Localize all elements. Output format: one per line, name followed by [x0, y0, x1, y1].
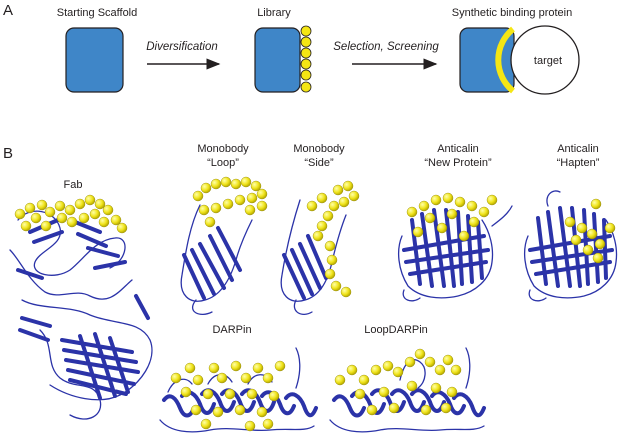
darpin-residue-spheres: [170, 360, 286, 432]
library-label: Library: [257, 7, 291, 19]
darpin-label: DARPin: [212, 324, 251, 336]
target-label: target: [534, 55, 562, 67]
monobody-loop-label-1: Monobody: [197, 143, 249, 155]
starting-scaffold-label: Starting Scaffold: [57, 7, 138, 19]
monobody-side-label-1: Monobody: [293, 143, 345, 155]
anticalin-new-protein-residue-spheres: [406, 192, 498, 242]
anticalin-new-protein-label-2: “New Protein”: [424, 157, 492, 169]
monobody-side-structure: [280, 199, 347, 315]
panel-b-letter: B: [3, 145, 13, 162]
loopdarpin-residue-spheres: [334, 348, 462, 416]
anticalin-hapten-label-2: “Hapten”: [557, 157, 600, 169]
library-box: [254, 27, 301, 93]
loopdarpin-label: LoopDARPin: [364, 324, 428, 336]
target-circle: [510, 25, 580, 95]
anticalin-hapten-structure: [523, 190, 618, 302]
synthetic-binding-protein-label: Synthetic binding protein: [452, 7, 572, 19]
monobody-loop-structure: [180, 204, 253, 315]
fab-structure: [9, 210, 153, 420]
fab-label: Fab: [64, 179, 83, 191]
binding-interface: [495, 26, 515, 94]
monobody-side-label-2: “Side”: [304, 157, 334, 169]
panel-a-letter: A: [3, 2, 13, 19]
starting-scaffold-box: [65, 27, 124, 93]
library-diversified-residues: [300, 25, 312, 93]
selection-screening-label: Selection, Screening: [333, 41, 439, 53]
anticalin-new-protein-label-1: Anticalin: [437, 143, 479, 155]
diversification-label: Diversification: [146, 41, 218, 53]
monobody-loop-residue-spheres: [192, 176, 268, 228]
monobody-side-residue-spheres: [306, 180, 360, 298]
monobody-loop-label-2: “Loop”: [207, 157, 239, 169]
anticalin-hapten-residue-spheres: [564, 198, 616, 264]
fab-residue-spheres: [14, 194, 128, 234]
anticalin-hapten-label-1: Anticalin: [557, 143, 599, 155]
anticalin-new-protein-structure: [397, 205, 513, 302]
